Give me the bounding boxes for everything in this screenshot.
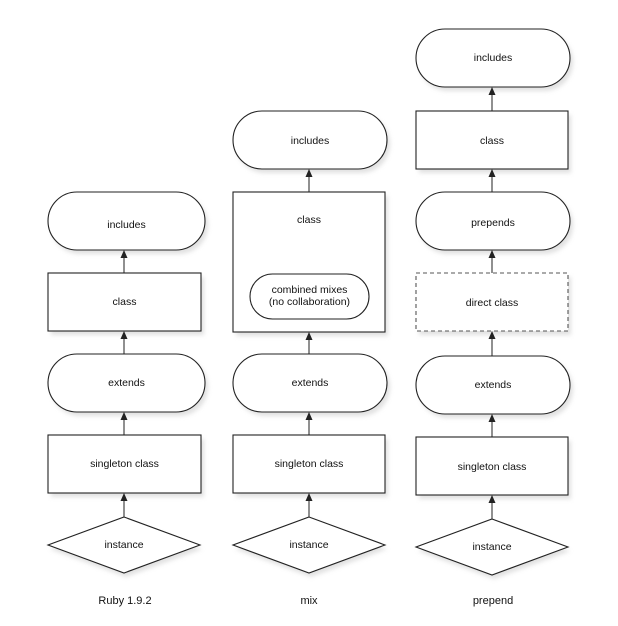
arrow-instance-to-singleton [488,495,496,519]
prepends-node: prepends [415,191,573,254]
includes-node: includes [232,110,390,173]
singleton-class-node: singleton class [415,436,571,499]
arrow-class-to-includes [120,250,128,273]
caption-ruby-192: Ruby 1.9.2 [98,595,151,607]
includes-node: includes [47,191,208,254]
class-node: class [415,110,571,173]
extends-node: extends [415,355,573,418]
singleton-class-label: singleton class [275,458,344,470]
column-prepend: includes class prepends direct class ext… [414,28,573,607]
class-node: class combined mixes (no collaboration) [232,191,388,336]
arrow-extends-to-direct-class [488,331,496,356]
arrow-class-to-includes [305,169,313,192]
column-mix: includes class combined mixes (no collab… [231,110,390,607]
direct-class-label: direct class [466,297,519,309]
singleton-class-node: singleton class [232,434,388,497]
extends-label: extends [292,377,329,389]
arrow-extends-to-class [120,331,128,354]
instance-label: instance [472,541,511,553]
class-label: class [297,214,321,226]
class-label: class [113,296,137,308]
arrow-singleton-to-extends [305,412,313,435]
instance-node: instance [231,516,387,577]
caption-prepend: prepend [473,595,513,607]
direct-class-node: direct class [415,272,571,335]
arrow-singleton-to-extends [488,414,496,437]
instance-label: instance [289,539,328,551]
includes-label: includes [107,219,146,231]
combined-mixes-label: combined mixes [272,284,348,296]
class-label: class [480,135,504,147]
instance-node: instance [414,518,570,579]
arrow-prepends-to-class [488,169,496,192]
includes-label: includes [474,52,513,64]
column-ruby-192: includes class extends singleton class i… [46,191,208,607]
caption-mix: mix [300,595,318,607]
includes-label: includes [291,135,330,147]
arrow-instance-to-singleton [305,493,313,517]
arrow-singleton-to-extends [120,412,128,435]
class-node: class [47,272,204,335]
instance-node: instance [46,516,202,577]
arrow-instance-to-singleton [120,493,128,517]
arrow-class-to-includes [488,87,496,111]
extends-label: extends [475,379,512,391]
extends-node: extends [232,353,390,416]
extends-node: extends [47,353,208,416]
arrow-direct-class-to-prepends [488,250,496,273]
singleton-class-node: singleton class [47,434,204,497]
combined-mixes-node: combined mixes (no collaboration) [249,273,370,320]
prepends-label: prepends [471,217,515,229]
singleton-class-label: singleton class [458,461,527,473]
instance-label: instance [104,539,143,551]
extends-label: extends [108,377,145,389]
includes-node: includes [415,28,573,91]
singleton-class-label: singleton class [90,458,159,470]
arrow-extends-to-class [305,332,313,354]
no-collaboration-label: (no collaboration) [269,296,350,308]
